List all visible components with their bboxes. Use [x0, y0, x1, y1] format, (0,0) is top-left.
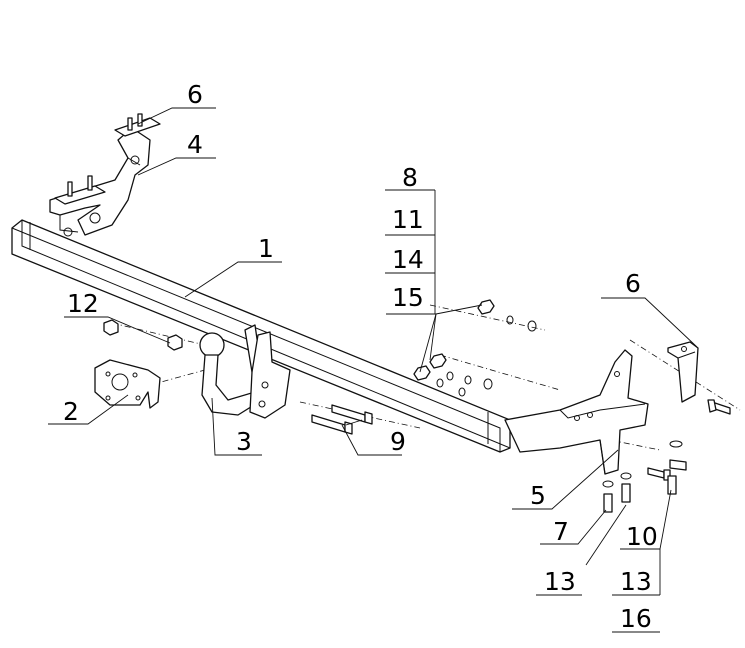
label-part-10: 10	[626, 522, 658, 551]
clamp-plate-right	[667, 341, 699, 403]
label-part-7: 7	[553, 517, 569, 546]
leader-lines	[48, 107, 698, 633]
label-part-12: 12	[67, 289, 99, 318]
right-side-bracket	[504, 349, 649, 475]
label-part-4: 4	[187, 130, 203, 159]
label-part-13-left: 13	[544, 567, 576, 596]
label-part-6-top: 6	[187, 80, 203, 109]
label-part-14: 14	[392, 245, 424, 274]
label-part-1: 1	[258, 234, 274, 263]
label-part-6-right: 6	[625, 269, 641, 298]
label-part-13-right: 13	[620, 567, 652, 596]
nut-12	[103, 319, 183, 351]
label-part-8: 8	[402, 163, 418, 192]
label-part-3: 3	[236, 427, 252, 456]
socket-plate	[94, 359, 161, 409]
label-part-11: 11	[392, 205, 424, 234]
tow-ball-neck	[199, 324, 291, 419]
bolt-9	[311, 404, 373, 435]
nuts-washers-15	[413, 299, 537, 397]
left-side-bracket	[49, 127, 151, 237]
label-part-16: 16	[620, 604, 652, 633]
label-part-9: 9	[390, 427, 406, 456]
label-part-15: 15	[392, 283, 424, 312]
bolts-right	[602, 399, 731, 513]
label-part-5: 5	[530, 481, 546, 510]
part-labels: 1 2 3 4 5 6 6 7 8 9 10 11 12 13 13 14 15…	[63, 80, 658, 633]
label-part-2: 2	[63, 397, 79, 426]
clamp-plate-left	[54, 113, 161, 205]
